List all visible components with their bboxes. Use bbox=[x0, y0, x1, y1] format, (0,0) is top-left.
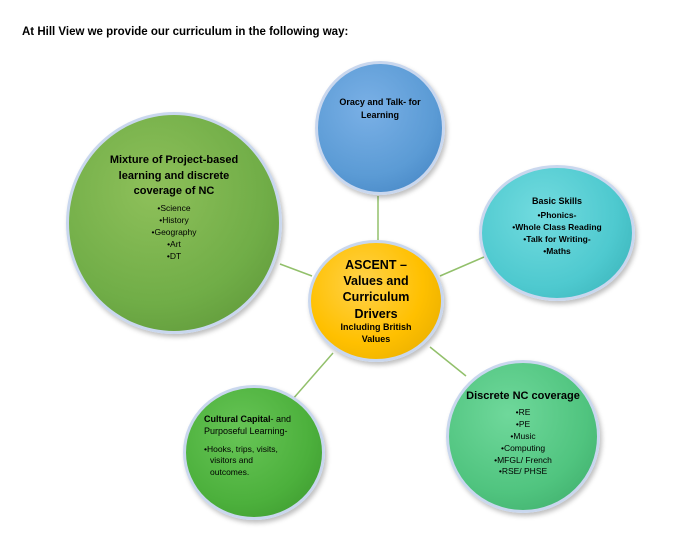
center-bubble: ASCENT – Values and Curriculum Drivers I… bbox=[308, 240, 444, 362]
list-item: Science bbox=[151, 203, 196, 215]
list-item: DT bbox=[151, 251, 196, 263]
list-item: Geography bbox=[151, 227, 196, 239]
cultural-capital-bubble: Cultural Capital- and Purposeful Learnin… bbox=[183, 385, 325, 520]
discrete-nc-title: Discrete NC coverage bbox=[466, 389, 580, 402]
discrete-nc-bubble: Discrete NC coverage RE PE Music Computi… bbox=[446, 360, 600, 513]
project-based-bubble: Mixture of Project-based learning and di… bbox=[66, 112, 282, 334]
connector-project bbox=[279, 263, 313, 277]
discrete-nc-list: RE PE Music Computing MFGL/ French RSE/ … bbox=[494, 407, 552, 478]
oracy-bubble: Oracy and Talk- for Learning bbox=[315, 61, 445, 195]
list-item: History bbox=[151, 215, 196, 227]
basic-skills-bubble: Basic Skills Phonics- Whole Class Readin… bbox=[479, 165, 635, 301]
list-item: RSE/ PHSE bbox=[494, 466, 552, 478]
center-subtitle: Including British Values bbox=[340, 321, 412, 344]
list-item: Talk for Writing- bbox=[512, 234, 601, 246]
list-item: Phonics- bbox=[512, 210, 601, 222]
list-item: Music bbox=[494, 431, 552, 443]
page-heading: At Hill View we provide our curriculum i… bbox=[22, 26, 349, 38]
list-item: Maths bbox=[512, 246, 601, 258]
center-title: ASCENT – Values and Curriculum Drivers bbox=[342, 257, 410, 321]
list-item: RE bbox=[494, 407, 552, 419]
cultural-capital-list: Hooks, trips, visits, visitors and outco… bbox=[204, 444, 278, 478]
list-item: Art bbox=[151, 239, 196, 251]
basic-skills-title: Basic Skills bbox=[531, 196, 583, 207]
project-based-subject-list: Science History Geography Art DT bbox=[151, 203, 196, 262]
basic-skills-list: Phonics- Whole Class Reading Talk for Wr… bbox=[512, 210, 601, 258]
connector-discrete-nc bbox=[429, 346, 467, 377]
list-item: outcomes. bbox=[210, 466, 250, 477]
connector-cultural-capital bbox=[291, 352, 334, 401]
list-item: PE bbox=[494, 419, 552, 431]
list-item: visitors and bbox=[210, 455, 253, 466]
list-item: Hooks, trips, visits, bbox=[204, 444, 278, 455]
oracy-title: Oracy and Talk- for Learning bbox=[339, 97, 421, 120]
list-item: MFGL/ French bbox=[494, 455, 552, 467]
list-item: Whole Class Reading bbox=[512, 222, 601, 234]
connector-basic-skills bbox=[439, 256, 485, 277]
list-item: Computing bbox=[494, 443, 552, 455]
cultural-capital-title: Cultural Capital- and Purposeful Learnin… bbox=[204, 413, 292, 437]
project-based-title: Mixture of Project-based learning and di… bbox=[109, 154, 239, 197]
